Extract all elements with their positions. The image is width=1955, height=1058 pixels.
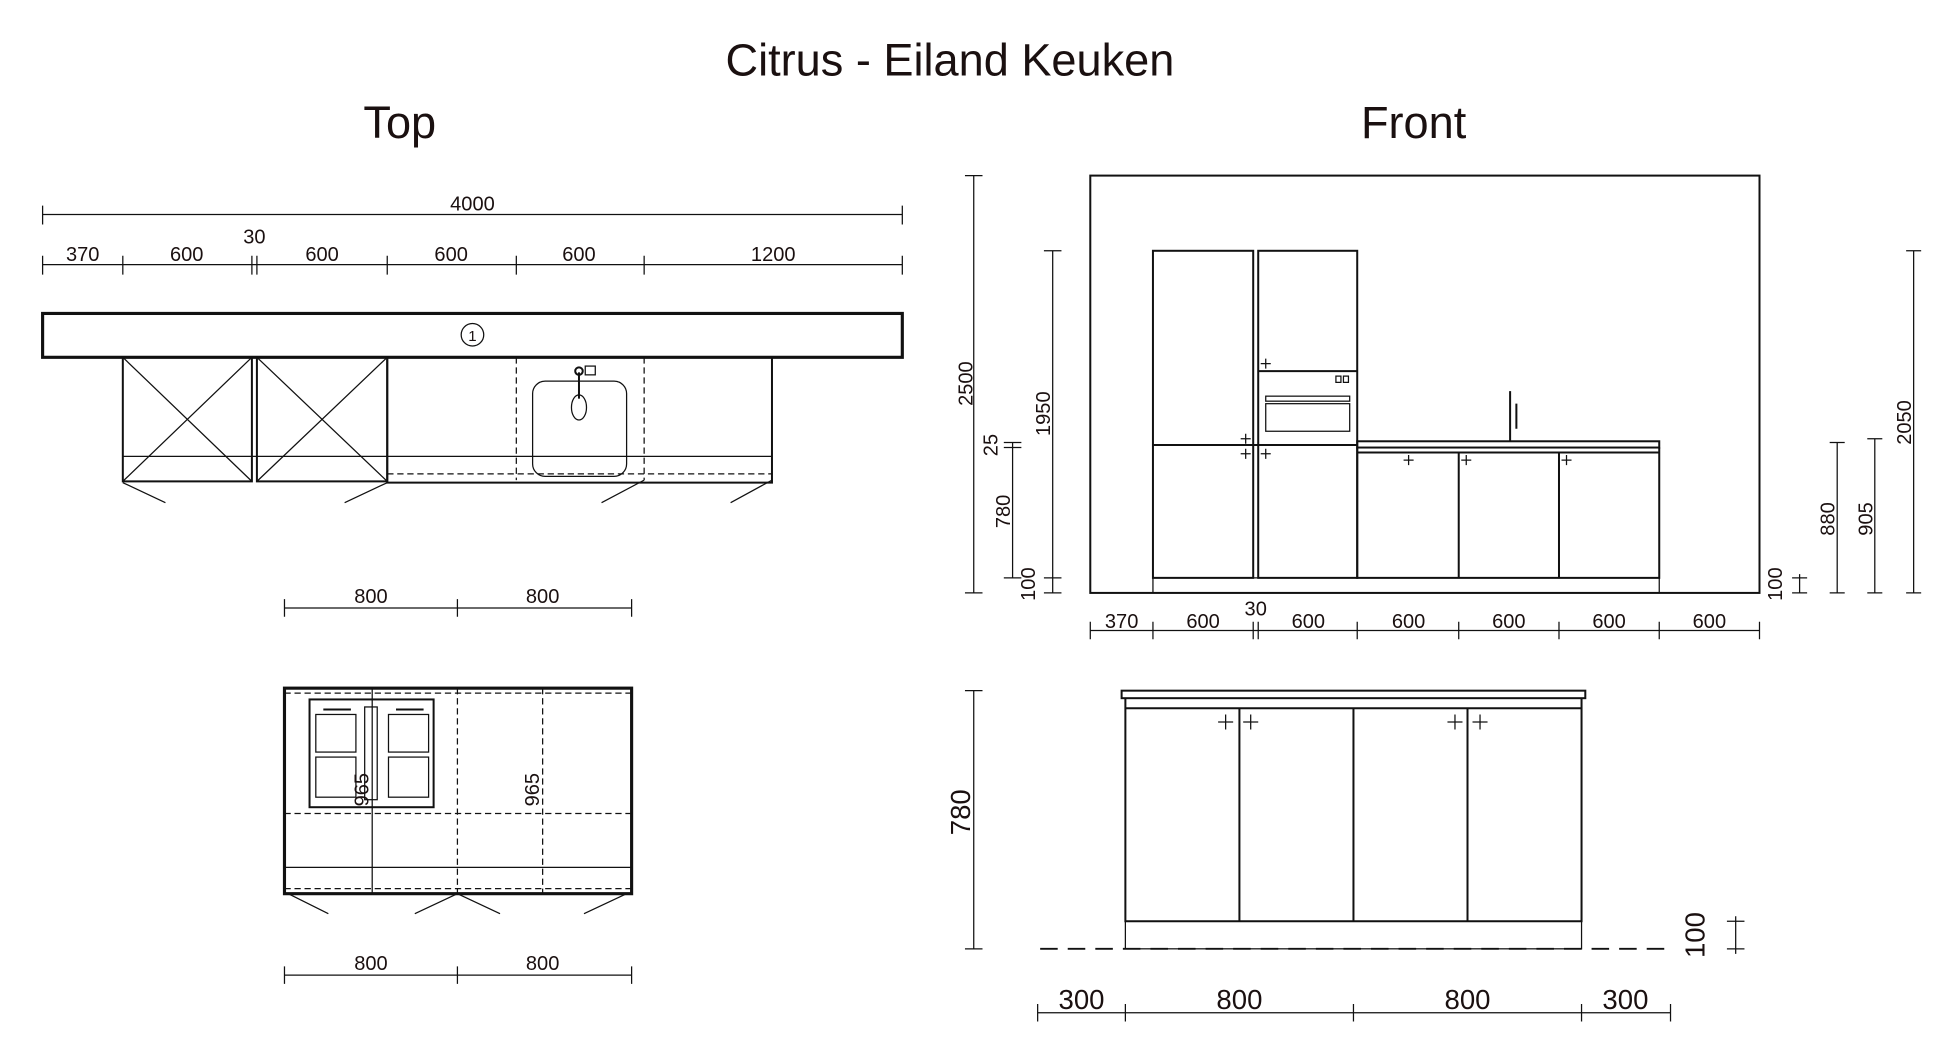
cooktop-icon [308, 698, 435, 809]
dim-label: 600 [1693, 611, 1726, 633]
dim-label: 800 [354, 953, 387, 975]
dim-label: 370 [66, 244, 99, 266]
faucet-icon [1509, 391, 1518, 442]
dim-label: 600 [434, 244, 467, 266]
dim-4000: 4000 [450, 194, 495, 216]
base-cabinets-front [1356, 391, 1661, 579]
dim-label: 600 [305, 244, 338, 266]
dim-label: 2500 [955, 361, 977, 406]
dim-label: 100 [1765, 567, 1787, 600]
dim-label: 1950 [1033, 391, 1055, 436]
dim-label: 800 [1445, 984, 1491, 1015]
base-cabinets-plan [122, 357, 773, 484]
dim-label: 25 [981, 434, 1003, 456]
top-plan-wall: 4000 370 600 30 600 600 600 1200 1 [41, 194, 904, 504]
dim-label: 800 [1216, 984, 1262, 1015]
dim-label: 600 [562, 244, 595, 266]
door-swings [122, 479, 773, 504]
island-top-view: 800 800 965 965 800 800 [282, 586, 634, 984]
dim-label: 300 [1602, 984, 1648, 1015]
island-front-view: 780 100 300 800 800 300 [945, 689, 1745, 1022]
plinth [1152, 577, 1660, 594]
dim-label: 600 [1292, 611, 1325, 633]
drawing-title: Citrus - Eiland Keuken [726, 34, 1175, 85]
tall-cabinets-front [1151, 249, 1359, 579]
tall-cabinets-plan [121, 356, 389, 483]
dim-label: 30 [243, 226, 265, 248]
dim-label: 100 [1018, 567, 1040, 600]
depth-label: 965 [522, 773, 544, 806]
segment-dimensions: 370 600 30 600 600 600 1200 [41, 226, 903, 275]
dim-label: 370 [1105, 611, 1138, 633]
oven-icon [1265, 403, 1351, 432]
dim-label: 30 [1245, 598, 1267, 620]
dim-label: 600 [1592, 611, 1625, 633]
front-view-label: Front [1361, 97, 1467, 148]
dim-label: 600 [1492, 611, 1525, 633]
dim-label: 600 [1392, 611, 1425, 633]
worktop [41, 311, 904, 359]
dim-label: 1200 [751, 244, 796, 266]
dim-label: 880 [1818, 502, 1840, 535]
overall-dimension: 4000 [41, 194, 903, 225]
dim-label: 800 [354, 586, 387, 608]
dim-label: 300 [1059, 984, 1105, 1015]
dim-label: 2050 [1894, 400, 1916, 445]
depth-label: 965 [351, 773, 373, 806]
dim-label: 600 [170, 244, 203, 266]
marker-label: 1 [468, 328, 476, 345]
dim-label: 780 [945, 789, 976, 835]
position-marker [460, 322, 485, 347]
island-plinth [1124, 920, 1583, 950]
dim-label: 800 [526, 586, 559, 608]
front-wall-view: 2500 1950 25 780 100 100 880 905 2050 37… [955, 174, 1922, 640]
top-view-label: Top [363, 97, 436, 148]
dim-label: 600 [1186, 611, 1219, 633]
dim-label: 780 [993, 495, 1015, 528]
dim-label: 800 [526, 953, 559, 975]
island-counter [1120, 689, 1587, 700]
dim-label: 100 [1679, 912, 1710, 958]
dim-label: 905 [1855, 502, 1877, 535]
